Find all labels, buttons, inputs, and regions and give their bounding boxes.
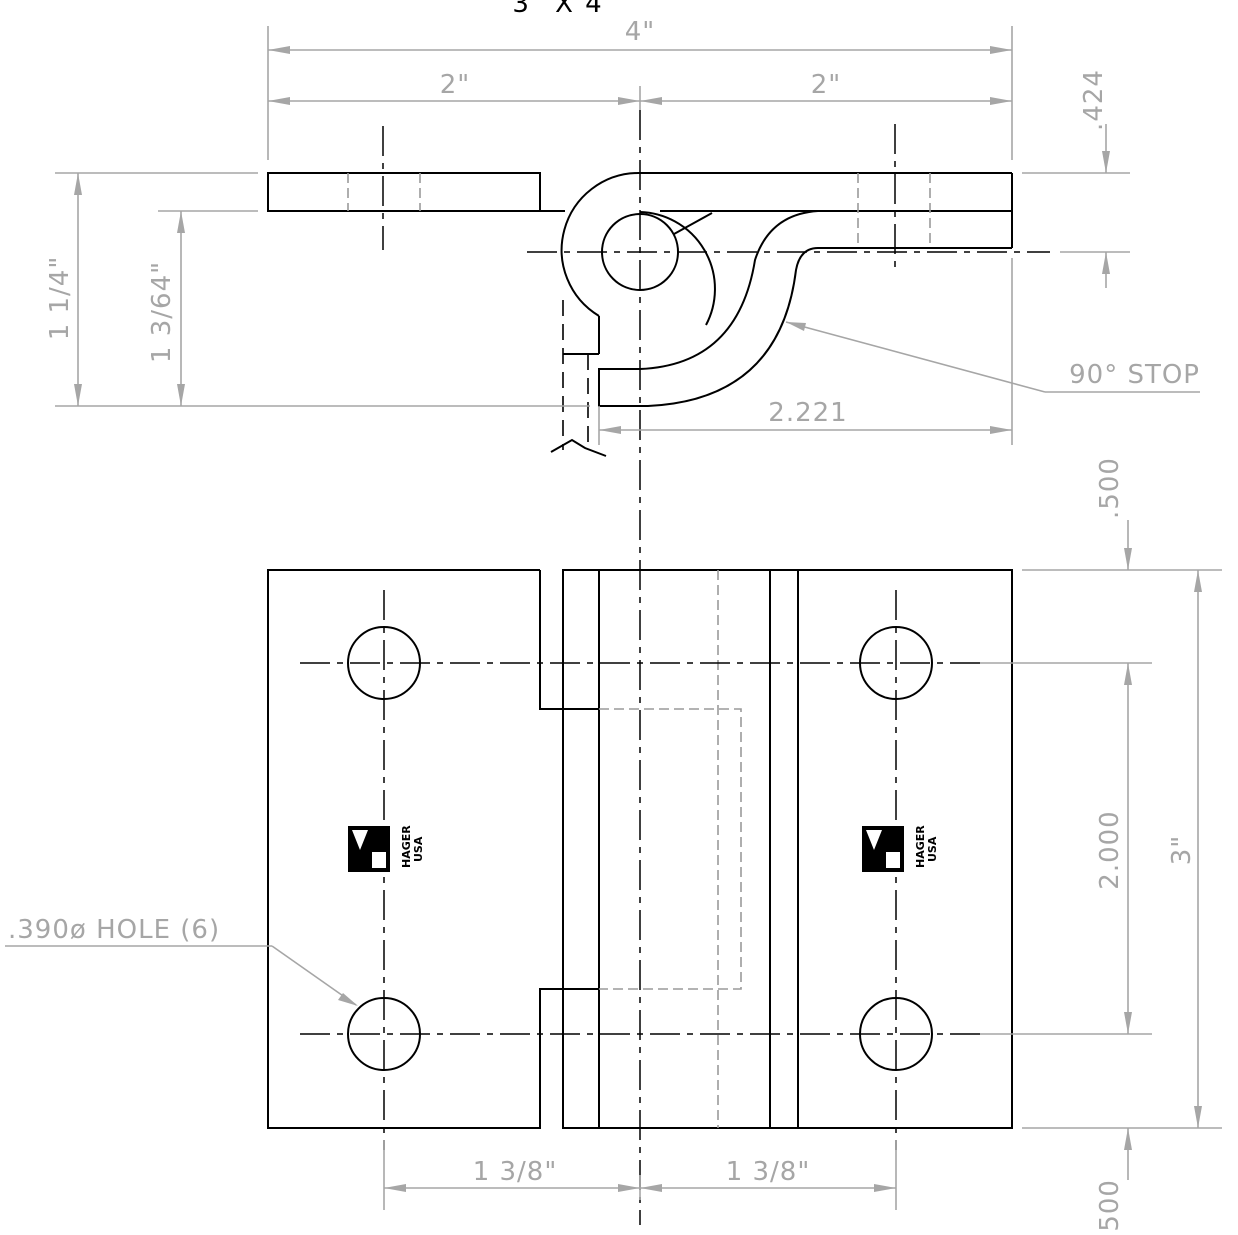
- dimensions: [5, 26, 1222, 1210]
- knuckle-outer: [560, 172, 639, 317]
- dim-hole-offset-right: 1 3/8": [726, 1157, 811, 1187]
- dim-half-width-right: 2": [811, 70, 842, 100]
- left-leaf-section: [267, 172, 541, 212]
- dim-half-width-left: 2": [440, 70, 471, 100]
- dim-hole-offset-left: 1 3/8": [473, 1157, 558, 1187]
- dim-hole-spacing: 2.000: [1095, 810, 1125, 889]
- callout-hole: .390ø HOLE (6): [8, 915, 220, 945]
- stop-arm: [598, 210, 819, 407]
- hidden-pocket: [599, 708, 742, 990]
- dim-leaf-thickness: .424: [1079, 69, 1109, 131]
- svg-text:HAGER: HAGER: [914, 825, 927, 868]
- hager-logo-left: HAGER USA: [348, 825, 425, 872]
- dim-overall-height: 3": [1167, 835, 1197, 866]
- dim-height-outer: 1 1/4": [45, 256, 75, 341]
- dim-top-margin: .500: [1095, 457, 1125, 519]
- svg-text:HAGER: HAGER: [400, 825, 413, 868]
- right-leaf: [562, 569, 1013, 1129]
- break-line: [550, 438, 607, 457]
- knuckle-inner: [639, 211, 716, 326]
- dim-overall-width: 4": [625, 17, 656, 47]
- left-leaf: [267, 569, 599, 1129]
- svg-text:USA: USA: [412, 836, 425, 862]
- dim-height-inner: 1 3/64": [147, 261, 177, 363]
- hager-logo-right: HAGER USA: [862, 825, 939, 872]
- svg-text:USA: USA: [926, 836, 939, 862]
- top-view: [267, 124, 1050, 457]
- callout-90-stop: 90° STOP: [1069, 360, 1200, 390]
- drawing-title: 3" X 4": [512, 0, 617, 19]
- dim-bottom-margin: .500: [1095, 1179, 1125, 1235]
- dim-stop-offset: 2.221: [768, 398, 847, 428]
- front-view: [267, 110, 1013, 1225]
